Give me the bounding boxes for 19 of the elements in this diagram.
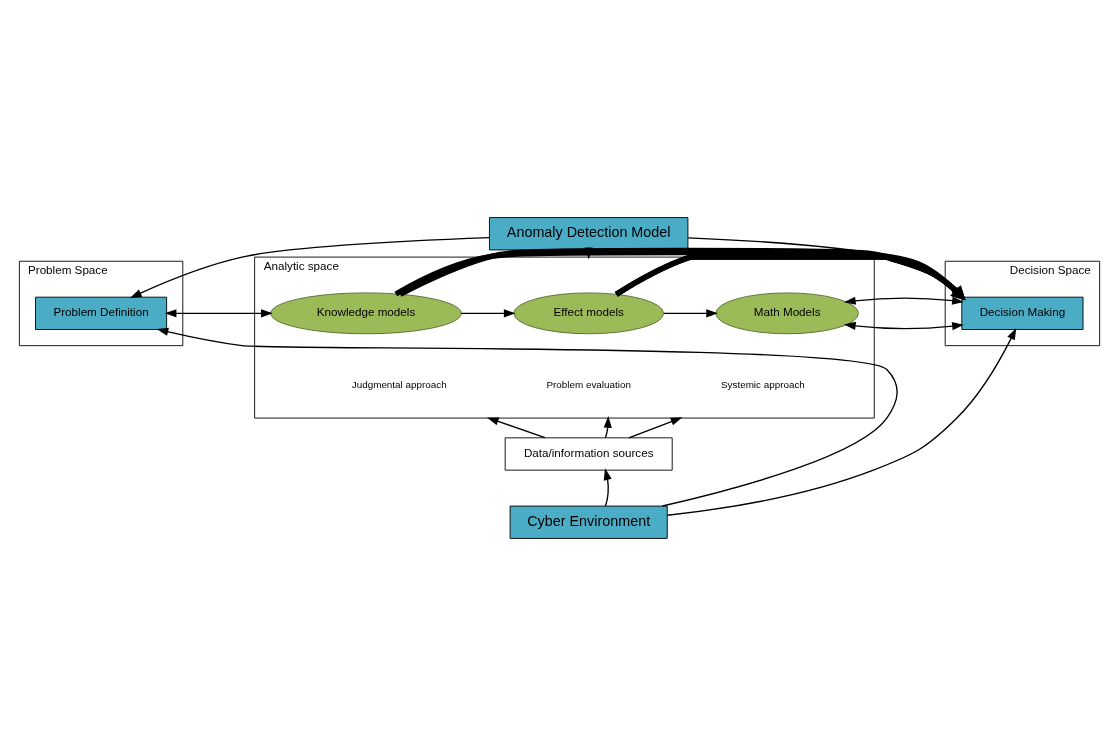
label: Problem evaluation xyxy=(546,378,631,390)
label: Judgmental approach xyxy=(351,378,447,390)
arrow xyxy=(628,416,683,438)
node-box: Cyber Environment xyxy=(509,505,668,539)
arrow xyxy=(156,327,898,507)
arrow xyxy=(603,415,612,438)
node-ellipse: Effect models xyxy=(513,291,664,334)
arrow xyxy=(843,296,964,330)
arrow xyxy=(603,467,612,507)
arrow xyxy=(663,308,718,317)
node-box: Problem Definition xyxy=(35,296,168,330)
node-ellipse: Knowledge models xyxy=(270,291,462,334)
node-box: Data/information sources xyxy=(504,436,673,471)
node-box: Decision Making xyxy=(961,296,1084,330)
arrow xyxy=(129,236,491,298)
arrow xyxy=(460,308,516,317)
arrow xyxy=(666,327,1017,516)
label: Systemic approach xyxy=(720,378,805,390)
arrow xyxy=(164,308,273,317)
